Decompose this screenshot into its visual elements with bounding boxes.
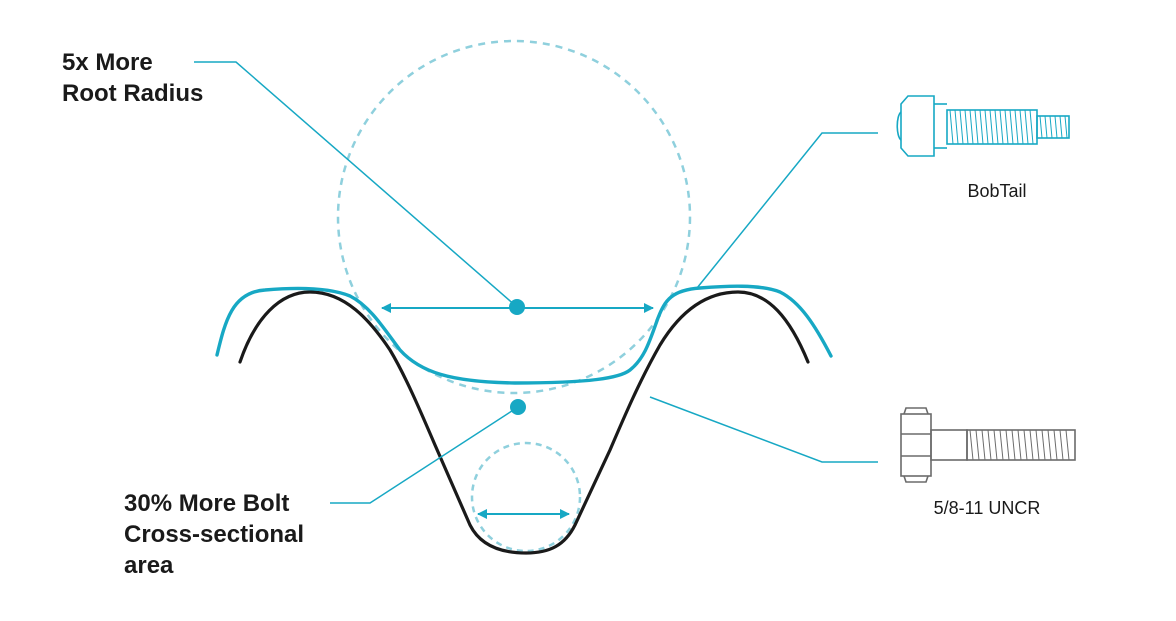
thread-line	[1019, 109, 1024, 145]
thread-line	[949, 109, 954, 145]
root-radius-callout-line1: 5x More	[62, 49, 153, 76]
bobtail-label: BobTail	[967, 181, 1027, 201]
thread-line	[1029, 109, 1034, 145]
thread-line	[959, 109, 964, 145]
thread-line	[1004, 109, 1009, 145]
thread-line	[993, 429, 998, 461]
thread-line	[1023, 429, 1028, 461]
thread-line	[1065, 429, 1070, 461]
thread-line	[981, 429, 986, 461]
thread-line	[969, 109, 974, 145]
thread-line	[954, 109, 959, 145]
thread-line	[1014, 109, 1019, 145]
thread-line	[999, 109, 1004, 145]
thread-line	[1029, 429, 1034, 461]
cross-section-callout-line2: Cross-sectional	[124, 521, 305, 548]
bobtail-thread-lines	[949, 109, 1068, 145]
thread-line	[1053, 429, 1058, 461]
uncr-bolt-icon	[900, 407, 1076, 483]
thread-line	[974, 109, 979, 145]
uncr-label: 5/8-11 UNCR	[933, 498, 1041, 518]
cross-section-callout-line1: 30% More Bolt	[124, 490, 290, 517]
thread-line	[1041, 429, 1046, 461]
thread-line	[999, 429, 1004, 461]
thread-line	[964, 109, 969, 145]
thread-line	[1039, 115, 1043, 139]
thread-line	[1024, 109, 1029, 145]
uncr-leader-line	[649, 396, 878, 463]
thread-line	[994, 109, 999, 145]
thread-line	[1017, 429, 1022, 461]
thread-line	[1064, 115, 1068, 139]
cross-section-callout: 30% More Bolt Cross-sectional area	[124, 488, 304, 581]
thread-line	[969, 429, 974, 461]
cross-section-callout-line3: area	[124, 552, 174, 579]
thread-line	[1011, 429, 1016, 461]
thread-line	[984, 109, 989, 145]
thread-line	[1059, 429, 1064, 461]
thread-line	[979, 109, 984, 145]
bobtail-thread-profile	[215, 284, 833, 385]
root-radius-callout-line2: Root Radius	[62, 80, 204, 107]
thread-line	[975, 429, 980, 461]
cross-section-leader-line	[330, 406, 519, 504]
thread-line	[1049, 115, 1053, 139]
small-root-radius-circle	[470, 441, 582, 553]
thread-line	[1035, 429, 1040, 461]
root-radius-callout: 5x More Root Radius	[62, 47, 203, 109]
thread-line	[1009, 109, 1014, 145]
thread-line	[1044, 115, 1048, 139]
bobtail-leader-line	[696, 132, 878, 289]
thread-line	[1047, 429, 1052, 461]
standard-thread-profile	[238, 290, 810, 555]
thread-line	[987, 429, 992, 461]
thread-line	[1054, 115, 1058, 139]
thread-line	[1059, 115, 1063, 139]
thread-line	[989, 109, 994, 145]
root-radius-leader-line	[194, 61, 518, 308]
uncr-thread-lines	[969, 429, 1070, 461]
bobtail-bolt-icon	[896, 95, 1070, 157]
large-root-radius-circle	[336, 39, 692, 395]
thread-line	[1005, 429, 1010, 461]
